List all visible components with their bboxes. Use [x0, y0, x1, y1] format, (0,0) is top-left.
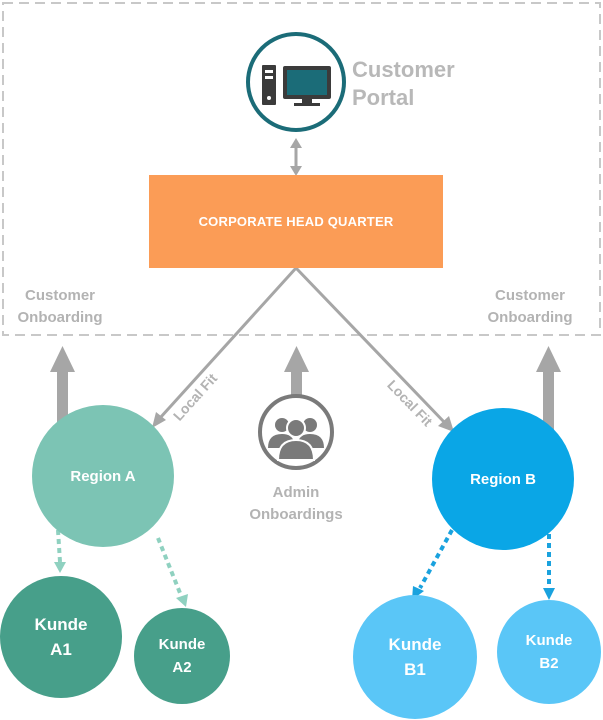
onboarding-left-line1: Customer	[24, 287, 95, 304]
local-fit-edges	[158, 266, 448, 426]
kunde-b1-node[interactable]: Kunde B1	[353, 595, 477, 719]
kunde-b2-line2: B2	[539, 655, 559, 672]
region-b-links	[418, 529, 551, 589]
kunde-a1-node[interactable]: Kunde A1	[0, 576, 122, 698]
kunde-b1-line2: B1	[404, 660, 426, 679]
onboarding-right-line2: Onboarding	[487, 309, 573, 326]
kunde-b2-circle	[497, 600, 601, 704]
local-fit-right-arrowhead	[438, 416, 454, 432]
kunde-a1-line2: A1	[50, 640, 72, 659]
region-a-links	[56, 529, 184, 599]
admin-label-line2: Onboardings	[249, 506, 343, 523]
computer-icon	[262, 65, 331, 106]
region-a-node[interactable]: Region A	[32, 405, 174, 547]
admin-label: Admin Onboardings	[246, 482, 346, 526]
region-b-label: Region B	[470, 470, 536, 488]
kunde-b2-line1: Kunde	[525, 632, 573, 649]
portal-label-line1: Customer	[352, 57, 455, 82]
onboarding-right-label: Customer Onboarding	[478, 285, 582, 329]
onboarding-arrows	[50, 346, 561, 430]
kunde-a2-node[interactable]: Kunde A2	[134, 608, 230, 704]
local-fit-left-arrowhead	[152, 412, 166, 428]
onboarding-left-label: Customer Onboarding	[10, 285, 110, 329]
onboarding-right-line1: Customer	[494, 287, 565, 304]
onboarding-left-line2: Onboarding	[17, 309, 103, 326]
region-b-circle	[432, 408, 574, 550]
kunde-a1-line1: Kunde	[34, 615, 88, 634]
corporate-hq-box[interactable]: CORPORATE HEAD QUARTER	[149, 175, 443, 268]
kunde-b1-circle	[353, 595, 477, 719]
kunde-a1-circle	[0, 576, 122, 698]
kunde-a2-circle	[134, 608, 230, 704]
region-b-node[interactable]: Region B	[432, 408, 574, 550]
region-a-label: Region A	[70, 467, 136, 485]
kunde-b1-line1: Kunde	[388, 635, 442, 654]
portal-label-line2: Portal	[352, 85, 415, 110]
admin-label-line1: Admin	[272, 484, 320, 501]
kunde-b2-node[interactable]: Kunde B2	[497, 600, 601, 704]
kunde-a2-line1: Kunde	[158, 636, 206, 653]
kunde-a2-line2: A2	[172, 659, 192, 676]
region-a-circle	[32, 405, 174, 547]
portal-hq-arrow	[290, 138, 302, 176]
portal-label: Customer Portal	[352, 56, 472, 112]
users-group-icon	[268, 418, 324, 461]
hq-label: CORPORATE HEAD QUARTER	[198, 214, 394, 229]
